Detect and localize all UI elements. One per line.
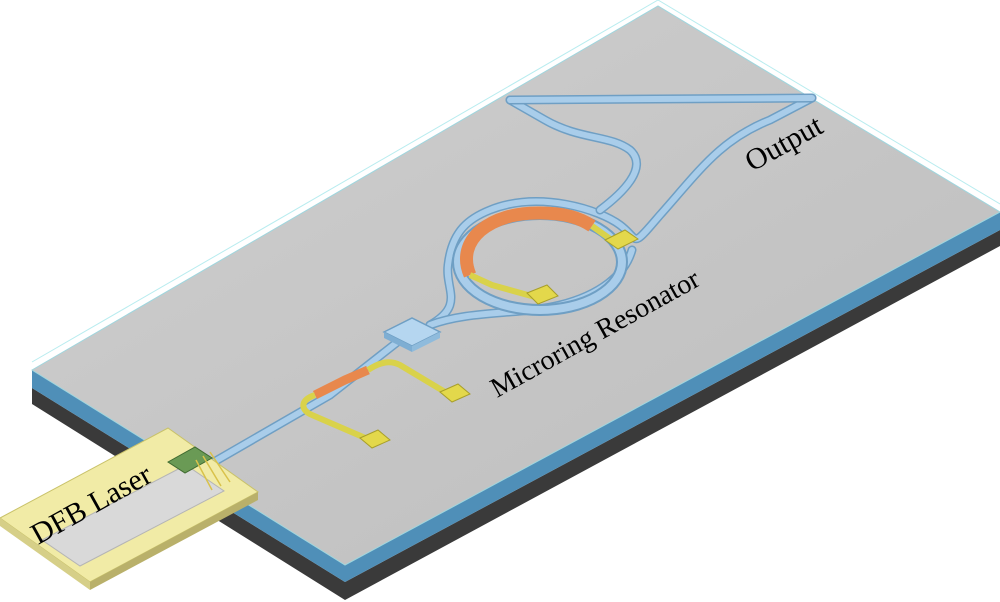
ring-pad-upper [604,229,639,250]
dfb-laser-mount [0,427,259,590]
laser-mount-side [0,518,90,590]
phase-pad-upper [439,383,471,403]
bond-wires [195,451,231,491]
waveguide-network [195,93,817,475]
ring-heater [460,206,596,278]
ring-pad-lower [526,284,559,305]
laser-chip [167,446,213,474]
phase-shifter [300,359,471,449]
mmi-splitter [382,317,442,352]
ring-electrode-lower [468,272,536,300]
laser-stripe [41,464,225,567]
phase-electrode-lower [300,392,372,443]
phase-electrode-upper [366,359,452,398]
laser-mount-front [90,492,258,590]
microring-resonator [452,206,639,316]
phase-pad-lower [359,429,391,449]
cladding-outline [31,0,1000,363]
phase-heater [312,365,370,400]
